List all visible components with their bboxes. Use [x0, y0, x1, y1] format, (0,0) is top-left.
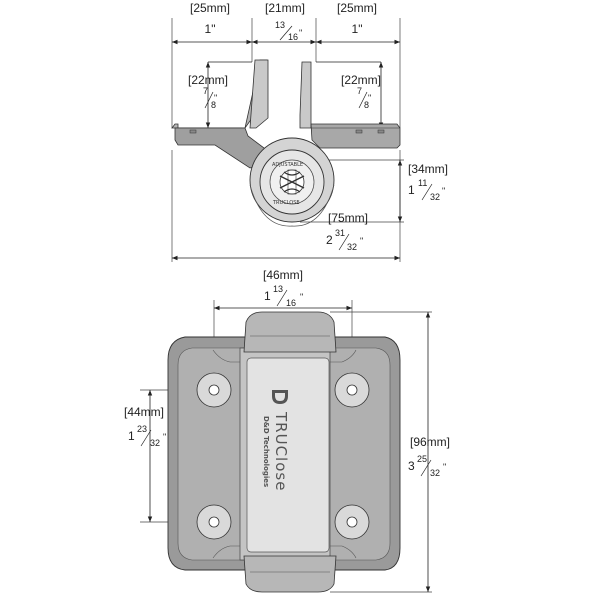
adjuster-icon — [279, 175, 305, 189]
width-right-mm: [25mm] — [337, 1, 377, 15]
hole-spacing-y-unit: " — [163, 432, 166, 442]
width-right-inch: 1" — [352, 22, 363, 36]
width-center-mm: [21mm] — [265, 1, 305, 15]
overall-height-den: 32 — [430, 468, 440, 478]
leg-left-num: 7 — [203, 86, 208, 96]
hole-spacing-x-unit: " — [300, 292, 303, 302]
leg-right-unit: " — [368, 93, 371, 103]
overall-height-mm: [96mm] — [410, 435, 450, 449]
hole-spacing-y-num: 23 — [137, 424, 147, 434]
seal-text: ADJUSTABLE — [272, 162, 303, 168]
overall-width-unit: " — [360, 236, 363, 246]
overall-width-num: 31 — [335, 228, 345, 238]
logo-company: D&D Technologies — [262, 416, 270, 487]
screw-hole-bottom-left — [196, 504, 232, 540]
truclose-logo: TRUClose D&D Technologies — [262, 390, 290, 491]
hole-spacing-x-whole: 1 — [264, 289, 271, 303]
hole-spacing-y-whole: 1 — [128, 429, 135, 443]
hole-spacing-x-num: 13 — [273, 284, 283, 294]
hole-spacing-x-mm: [46mm] — [263, 268, 303, 282]
width-left-mm: [25mm] — [190, 1, 230, 15]
front-view: TRUClose D&D Technologies [46mm] 1 13 16… — [124, 268, 450, 593]
width-center-unit: " — [299, 28, 302, 38]
screw-holes — [196, 372, 370, 540]
leg-left-mm: [22mm] — [188, 73, 228, 87]
width-center-num: 13 — [275, 20, 285, 30]
leg-right-num: 7 — [357, 86, 362, 96]
overall-height-unit: " — [443, 462, 446, 472]
depth-mm: [34mm] — [408, 162, 448, 176]
hole-spacing-x-den: 16 — [286, 298, 296, 308]
screw-hole-bottom-right — [334, 504, 370, 540]
seal-text: TRUCLOSE — [272, 200, 300, 206]
depth-whole: 1 — [408, 183, 415, 197]
logo-brand: TRUClose — [272, 411, 290, 491]
leg-left-den: 8 — [211, 100, 216, 110]
leg-right-mm: [22mm] — [341, 73, 381, 87]
width-left-inch: 1" — [205, 22, 216, 36]
depth-den: 32 — [430, 192, 440, 202]
leg-dims — [205, 61, 384, 128]
depth-num: 11 — [418, 178, 427, 188]
hole-spacing-y-den: 32 — [150, 438, 160, 448]
leg-right-den: 8 — [364, 100, 369, 110]
screw-hole-top-right — [334, 372, 370, 408]
overall-width-den: 32 — [347, 242, 357, 252]
overall-height-num: 25 — [417, 454, 427, 464]
top-view: ADJUSTABLE TRUCLOSE [25mm] 1" [21mm] 13 … — [171, 1, 448, 262]
overall-width-whole: 2 — [326, 233, 333, 247]
leg-left-unit: " — [214, 93, 217, 103]
hinge-top-body: ADJUSTABLE TRUCLOSE — [171, 59, 401, 227]
dd-logo-icon — [272, 390, 288, 404]
hole-spacing-y-mm: [44mm] — [124, 405, 164, 419]
overall-width-mm: [75mm] — [328, 211, 368, 225]
width-center-den: 16 — [288, 32, 298, 42]
screw-hole-top-left — [196, 372, 232, 408]
depth-unit: " — [442, 186, 445, 196]
overall-height-whole: 3 — [408, 459, 415, 473]
